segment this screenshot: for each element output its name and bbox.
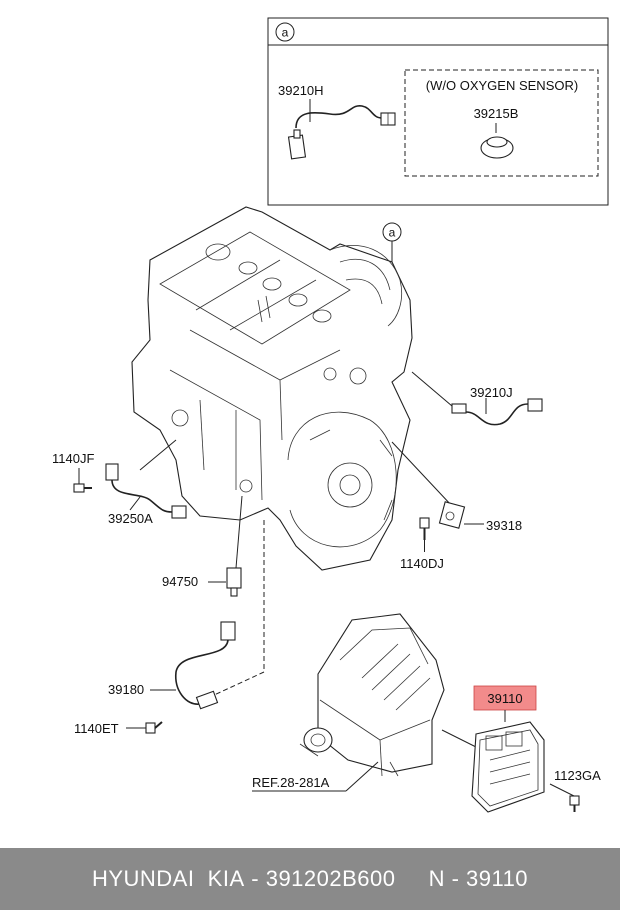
engine-marker: a: [389, 226, 396, 240]
label-39210h[interactable]: 39210H: [278, 83, 324, 98]
label-1140jf[interactable]: 1140JF: [52, 451, 94, 466]
label-39215b[interactable]: 39215B: [474, 106, 519, 121]
cmp-sensor-39318[interactable]: [438, 501, 466, 529]
bolt-1140dj[interactable]: [419, 517, 430, 540]
subgroup-title: (W/O OXYGEN SENSOR): [426, 78, 578, 93]
ecm-module[interactable]: [471, 721, 545, 813]
label-1140et[interactable]: 1140ET: [74, 721, 119, 736]
knock-sensor[interactable]: [226, 567, 242, 597]
label-39250a[interactable]: 39250A: [108, 511, 153, 526]
label-1140dj[interactable]: 1140DJ: [400, 556, 444, 571]
cam-position-sensor[interactable]: [105, 439, 187, 519]
detail-marker: a: [282, 26, 289, 40]
footer-bar: HYUNDAI KIA - 391202B600 N - 39110: [0, 848, 620, 910]
footer-brand: HYUNDAI KIA: [91, 866, 245, 891]
label-39180[interactable]: 39180: [108, 682, 144, 697]
air-cleaner-assembly: [299, 613, 445, 777]
detail-box: a 39210H (W/O OXYGEN SENSOR) 39215B: [267, 17, 609, 206]
marker-a-circle: [275, 22, 295, 42]
footer-part-number: 391202B600: [265, 866, 396, 891]
label-39210j[interactable]: 39210J: [470, 385, 513, 400]
label-39318[interactable]: 39318: [486, 518, 522, 533]
bolt-1140jf[interactable]: [73, 483, 92, 493]
rear-o2-sensor[interactable]: [411, 371, 543, 426]
label-94750[interactable]: 94750: [162, 574, 198, 589]
parts-diagram: a 39210H (W/O OXYGEN SENSOR) 39215B: [52, 17, 609, 813]
label-1123ga[interactable]: 1123GA: [554, 768, 601, 783]
label-39110[interactable]: 39110: [487, 691, 522, 706]
oxygen-sensor-drawing[interactable]: [287, 105, 396, 160]
label-ref-28-281a[interactable]: REF.28-281A: [252, 775, 330, 790]
footer-ref-number: N - 39110: [428, 866, 529, 891]
bolt-1140et[interactable]: [145, 721, 163, 734]
bolt-1123ga[interactable]: [569, 795, 580, 812]
crank-position-sensor[interactable]: [175, 621, 236, 710]
plug-cap-drawing[interactable]: [480, 136, 514, 159]
footer-gap: [396, 866, 429, 892]
engine-block-drawing: a: [131, 206, 413, 571]
footer-separator: -: [244, 866, 266, 891]
ecm-highlight-box: [473, 685, 537, 711]
